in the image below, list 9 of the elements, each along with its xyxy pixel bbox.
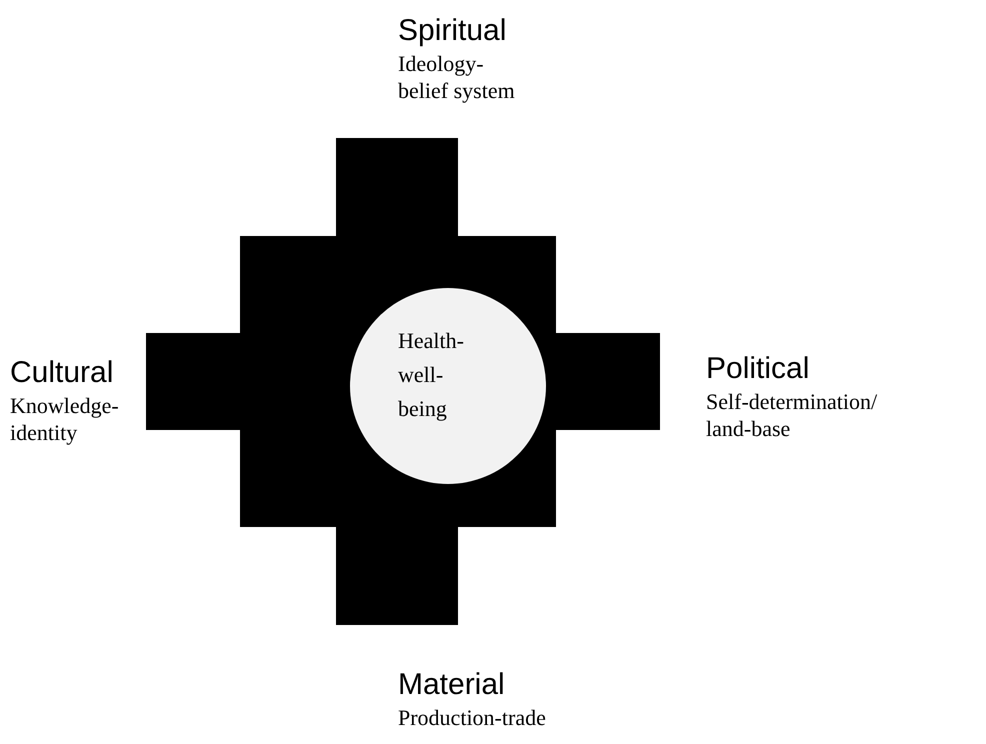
description: Production-trade (398, 704, 547, 731)
description: Ideology- belief system (398, 50, 516, 104)
heading: Material (398, 668, 505, 702)
heading: Spiritual (398, 14, 506, 48)
heading: Cultural (10, 356, 114, 390)
description: Knowledge- identity (10, 392, 120, 446)
node-text: Health- well- being (398, 327, 465, 423)
heading: Political (706, 352, 810, 386)
description: Self-determination/ land-base (706, 388, 878, 442)
